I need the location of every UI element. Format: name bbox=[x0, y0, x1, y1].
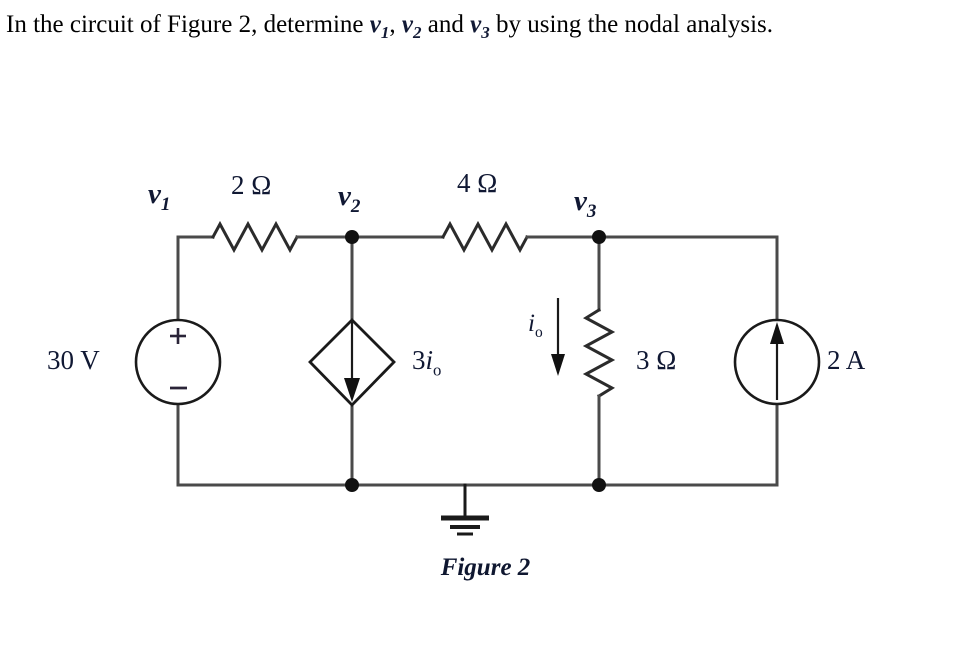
label-dependent-source-3io: 3io bbox=[412, 345, 442, 380]
label-voltage-source-30v: 30 V bbox=[47, 345, 100, 375]
circuit-schematic-svg bbox=[134, 220, 821, 536]
problem-var-v1: v1 bbox=[369, 11, 390, 42]
label-resistor-3ohm: 3 Ω bbox=[636, 345, 677, 375]
label-node-v2: v2 bbox=[338, 180, 361, 217]
current-io-arrow bbox=[551, 298, 565, 376]
resistor-3ohm-zigzag bbox=[582, 307, 616, 399]
problem-var-v3: v3 bbox=[470, 11, 490, 42]
problem-text-lead: In the circuit of Figure 2, determine bbox=[6, 11, 370, 38]
resistor-4ohm-zigzag bbox=[440, 220, 530, 254]
node-dot-v2 bbox=[345, 230, 359, 244]
io-arrow-head-down bbox=[551, 354, 565, 376]
resistor-2ohm-zigzag bbox=[210, 220, 300, 254]
voltage-source-30v-symbol bbox=[134, 318, 222, 406]
label-current-source-2a: 2 A bbox=[827, 345, 866, 375]
label-node-v3: v3 bbox=[574, 185, 597, 222]
label-resistor-2ohm: 2 Ω bbox=[231, 170, 272, 200]
problem-separator-1: , bbox=[389, 11, 402, 38]
wire-network bbox=[176, 220, 779, 520]
node-dot-v3 bbox=[592, 230, 606, 244]
problem-text-tail: by using the nodal analysis. bbox=[489, 11, 774, 38]
label-current-io: io bbox=[528, 310, 543, 341]
current-source-arrow-head-up bbox=[770, 322, 784, 344]
label-resistor-4ohm: 4 Ω bbox=[457, 168, 498, 198]
voltage-source-circle bbox=[134, 318, 222, 406]
problem-statement: In the circuit of Figure 2, determine v1… bbox=[6, 8, 936, 44]
dependent-current-source-symbol bbox=[308, 318, 396, 408]
figure-caption: Figure 2 bbox=[440, 554, 531, 581]
dependent-source-arrow-head-down bbox=[344, 378, 360, 402]
node-dot-ground-right bbox=[592, 478, 606, 492]
ground-symbol bbox=[441, 515, 489, 536]
circuit-diagram: v1 v2 v3 2 Ω 4 Ω 30 V 3io io 3 Ω 2 A Fig… bbox=[0, 130, 971, 600]
problem-var-v2: v2 bbox=[401, 11, 422, 42]
current-source-2a-symbol bbox=[733, 318, 821, 406]
node-dot-ground-left bbox=[345, 478, 359, 492]
plus-sign-icon bbox=[170, 328, 186, 344]
label-node-v1: v1 bbox=[148, 178, 171, 215]
problem-separator-2: and bbox=[421, 11, 471, 38]
node-dots bbox=[345, 230, 606, 492]
